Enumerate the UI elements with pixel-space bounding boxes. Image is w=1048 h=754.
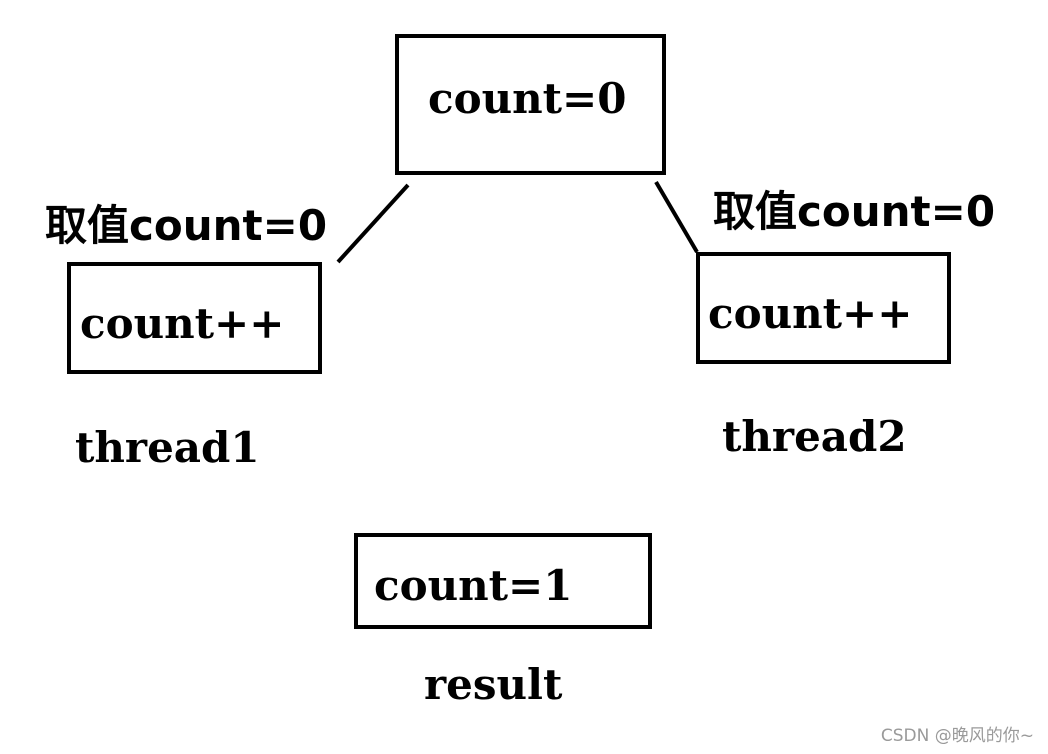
- thread1-box-text: count++: [80, 299, 285, 348]
- watermark: CSDN @晚风的你~: [880, 726, 1034, 746]
- result-box-text: count=1: [374, 561, 573, 610]
- thread1-read-label: 取值count=0: [45, 201, 328, 250]
- thread2-box-text: count++: [708, 289, 913, 338]
- result-label: result: [424, 660, 563, 709]
- connector-shared-to-thread2: [654, 180, 699, 254]
- shared-count-box: [395, 34, 666, 175]
- thread1-box: [67, 262, 322, 374]
- thread2-label: thread2: [722, 412, 907, 461]
- thread1-label: thread1: [75, 423, 260, 472]
- thread2-read-label: 取值count=0: [713, 187, 996, 236]
- thread2-box: [696, 252, 951, 364]
- result-box: [354, 533, 652, 629]
- connector-shared-to-thread1: [336, 183, 410, 264]
- shared-count-text: count=0: [428, 74, 627, 123]
